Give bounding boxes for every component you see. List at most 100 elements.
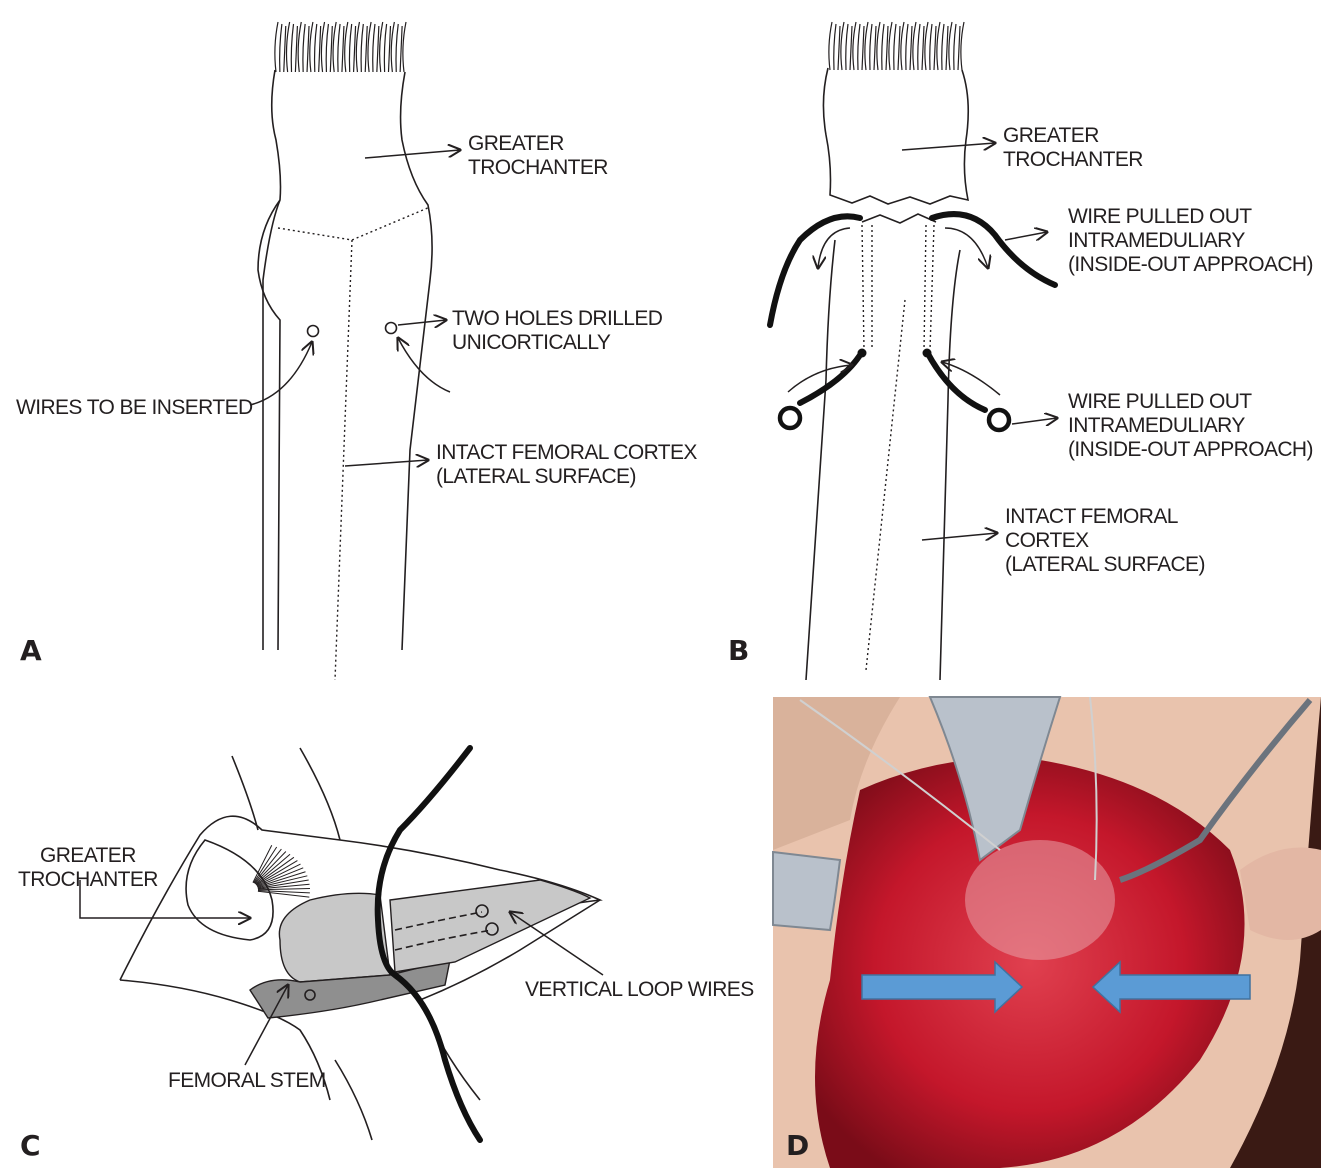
panel-b-label-wire-top-2: INTRAMEDULIARY [1068, 229, 1245, 252]
trochanter-fibre [253, 845, 272, 882]
panel-c-pointer-loop-wires [510, 912, 603, 975]
panel-a-label-two-holes: TWO HOLES DRILLED [452, 307, 663, 330]
panel-d-bone-fragment [965, 840, 1115, 960]
panel-a: GREATER TROCHANTER TWO HOLES DRILLED UNI… [16, 22, 697, 680]
panel-b-pointer-wire-bottom [1012, 418, 1057, 424]
panel-b-label-trochanter: TROCHANTER [1003, 148, 1143, 171]
panel-b-arrow-right-top [945, 228, 988, 268]
panel-b-tendon-fibres [829, 22, 964, 70]
tendon-fibre [865, 22, 868, 70]
tendon-fibre [870, 24, 872, 70]
panel-a-midline [335, 240, 352, 680]
panel-c-lower-contour [335, 1060, 372, 1140]
tendon-fibre [326, 24, 328, 72]
tendon-fibre [838, 26, 840, 70]
panel-b-wire-loop-left [780, 408, 800, 428]
tendon-fibre [874, 26, 876, 70]
tendon-fibre [333, 22, 336, 72]
tendon-fibre [889, 22, 892, 70]
tendon-fibre [901, 22, 904, 70]
panel-b-label-wire-bottom-3: (INSIDE-OUT APPROACH) [1068, 438, 1313, 461]
tendon-fibre [829, 22, 832, 70]
tendon-fibre [330, 26, 332, 72]
tendon-fibre [846, 24, 848, 70]
tendon-fibre [906, 24, 908, 70]
tendon-fibre [934, 26, 936, 70]
panel-a-label-unicortically: UNICORTICALLY [452, 331, 611, 354]
panel-b-trochanter-fragment [823, 68, 968, 204]
panel-b: GREATER TROCHANTER WIRE PULLED OUT INTRA… [728, 22, 1313, 680]
tendon-fibre [913, 22, 916, 70]
panel-a-pointer-wires [250, 342, 312, 405]
tendon-fibre [918, 24, 920, 70]
panel-d-retractor-left [773, 852, 840, 930]
panel-b-wire-top-left [770, 216, 860, 325]
panel-d-photo: D [773, 697, 1321, 1168]
panel-c-femoral-stem-light [279, 893, 390, 982]
tendon-fibre [388, 26, 390, 72]
panel-a-drill-hole-left [308, 326, 319, 337]
tendon-fibre [894, 24, 896, 70]
panel-c-label-vertical-loop: VERTICAL LOOP WIRES [525, 978, 754, 1001]
tendon-fibre [930, 24, 932, 70]
panel-c-label-greater: GREATER [40, 844, 136, 867]
tendon-fibre [942, 24, 944, 70]
tendon-fibre [377, 26, 379, 72]
tendon-fibre [319, 26, 321, 72]
tendon-fibre [949, 22, 952, 70]
tendon-fibre [291, 24, 293, 72]
panel-b-fracture-edge [862, 214, 936, 223]
panel-a-label-intact-cortex: INTACT FEMORAL CORTEX [436, 441, 697, 464]
tendon-fibre [275, 22, 278, 72]
tendon-fibre [345, 22, 348, 72]
tendon-fibre [298, 22, 301, 72]
panel-b-shaft-outline [806, 240, 960, 680]
tendon-fibre [961, 22, 964, 70]
panel-a-label-greater: GREATER [468, 132, 564, 155]
tendon-fibre [403, 22, 406, 72]
tendon-fibre [354, 26, 356, 72]
panel-b-pointer-trochanter [902, 143, 995, 150]
tendon-fibre [295, 26, 297, 72]
panel-b-label-cortex-3: (LATERAL SURFACE) [1005, 553, 1205, 576]
panel-d-letter: D [786, 1129, 809, 1162]
panel-a-left-shaft-edge [258, 200, 280, 650]
tendon-fibre [396, 24, 398, 72]
tendon-fibre [310, 22, 313, 72]
tendon-fibre [373, 24, 375, 72]
tendon-fibre [937, 22, 940, 70]
tendon-fibre [898, 26, 900, 70]
tendon-fibre [850, 26, 852, 70]
panel-b-label-cortex-2: CORTEX [1005, 529, 1089, 552]
panel-a-letter: A [20, 634, 42, 667]
panel-b-label-wire-top-1: WIRE PULLED OUT [1068, 205, 1252, 228]
panel-a-label-lateral-surface: (LATERAL SURFACE) [436, 465, 636, 488]
panel-b-midline [866, 300, 905, 670]
tendon-fibre [315, 24, 317, 72]
tendon-fibre [356, 22, 359, 72]
tendon-fibre [287, 22, 290, 72]
tendon-fibre [391, 22, 394, 72]
panel-a-pointer-cortex [345, 460, 428, 466]
tendon-fibre [858, 24, 860, 70]
tendon-fibre [365, 26, 367, 72]
panel-b-hole-left [858, 349, 867, 358]
panel-c-label-trochanter: TROCHANTER [18, 868, 158, 891]
panel-c-stem-distal [390, 880, 590, 972]
tendon-fibre [922, 26, 924, 70]
panel-b-pointer-cortex [922, 533, 997, 540]
tendon-fibre [882, 24, 884, 70]
tendon-fibre [368, 22, 371, 72]
panel-a-pointer-hole-curve [398, 338, 450, 392]
panel-b-wire-loop-right [989, 410, 1009, 430]
panel-b-wire-track-right [924, 225, 934, 350]
panel-c-trochanter-fibres [253, 845, 310, 897]
panel-b-label-wire-bottom-1: WIRE PULLED OUT [1068, 390, 1252, 413]
tendon-fibre [886, 26, 888, 70]
tendon-fibre [400, 26, 402, 72]
tendon-fibre [342, 26, 344, 72]
tendon-fibre [307, 26, 309, 72]
panel-a-label-trochanter: TROCHANTER [468, 156, 608, 179]
panel-c-label-femoral-stem: FEMORAL STEM [168, 1069, 326, 1092]
